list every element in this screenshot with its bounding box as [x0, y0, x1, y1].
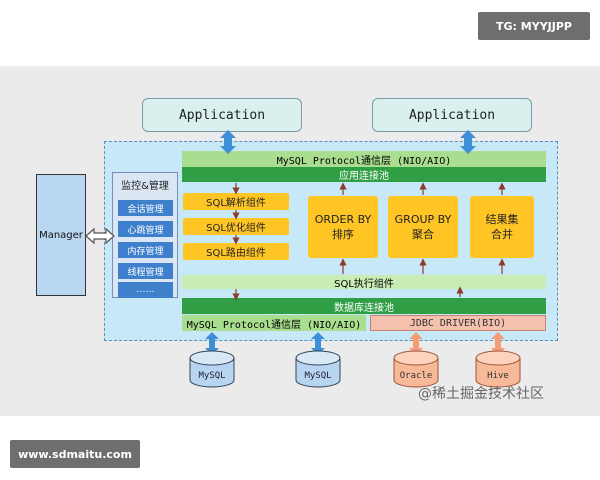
result-merge-title: 结果集 — [485, 213, 519, 226]
top-protocol-layer: MySQL Protocol通信层 (NIO/AIO) — [182, 151, 546, 167]
watermark-bottom: www.sdmaitu.com — [10, 440, 140, 468]
group-by-subtitle: 聚合 — [412, 228, 434, 241]
monitor-item-session: 会话管理 — [118, 200, 173, 216]
group-by-title: GROUP BY — [394, 213, 452, 226]
app-left-double-arrow — [220, 130, 236, 154]
sql-route-component: SQL路由组件 — [183, 243, 289, 260]
monitor-item-more: …… — [118, 282, 173, 298]
manager-double-arrow — [85, 227, 115, 245]
monitor-title: 监控&管理 — [121, 180, 169, 192]
order-by-subtitle: 排序 — [332, 228, 354, 241]
internal-flow-arrows — [232, 182, 506, 301]
db-cylinder-hive — [475, 350, 521, 388]
db-cylinder-mysql-2 — [295, 350, 341, 388]
db-label-mysql-1: MySQL — [198, 371, 226, 381]
application-box-right: Application — [372, 98, 532, 132]
db-blue-arrows — [205, 332, 325, 355]
db-label-oracle: Oracle — [399, 371, 433, 381]
db-orange-arrows — [409, 332, 505, 355]
sql-parse-component: SQL解析组件 — [183, 193, 289, 210]
order-by-title: ORDER BY — [314, 213, 372, 226]
manager-box: Manager — [36, 174, 86, 296]
manager-label: Manager — [39, 229, 83, 241]
jdbc-driver-layer: JDBC DRIVER(BIO) — [370, 315, 546, 331]
watermark-top: TG: MYYJJPP — [478, 12, 590, 40]
db-label-hive: Hive — [487, 371, 509, 381]
sql-optimize-component: SQL优化组件 — [183, 218, 289, 235]
monitor-panel: 监控&管理 会话管理 心跳管理 内存管理 线程管理 …… — [112, 172, 178, 298]
db-label-mysql-2: MySQL — [304, 371, 332, 381]
app-connection-pool: 应用连接池 — [182, 167, 546, 182]
db-connection-pool: 数据库连接池 — [182, 298, 546, 314]
result-merge-box: 结果集 合并 — [470, 196, 534, 258]
sql-execution-component: SQL执行组件 — [182, 275, 546, 290]
result-merge-subtitle: 合并 — [491, 228, 513, 241]
db-cylinder-oracle — [393, 350, 439, 388]
order-by-box: ORDER BY 排序 — [308, 196, 378, 258]
bottom-protocol-layer: MySQL Protocol通信层 (NIO/AIO) — [182, 315, 366, 331]
monitor-item-thread: 线程管理 — [118, 263, 173, 279]
monitor-item-memory: 内存管理 — [118, 242, 173, 258]
application-box-left: Application — [142, 98, 302, 132]
app-right-double-arrow — [460, 130, 476, 154]
group-by-box: GROUP BY 聚合 — [388, 196, 458, 258]
source-watermark: @稀土掘金技术社区 — [418, 386, 544, 402]
monitor-item-heartbeat: 心跳管理 — [118, 221, 173, 237]
db-cylinder-mysql-1 — [189, 350, 235, 388]
